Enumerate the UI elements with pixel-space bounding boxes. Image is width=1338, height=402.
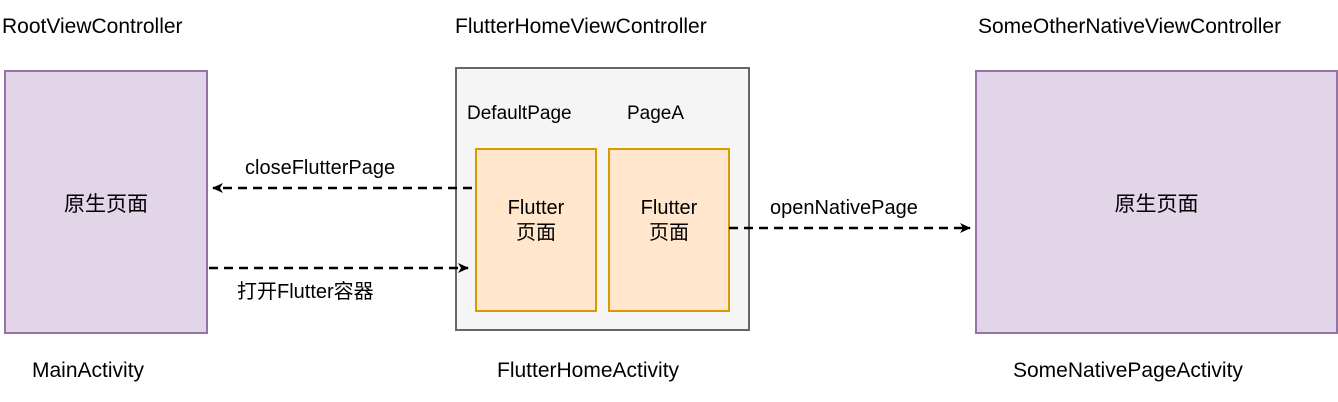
edge-label-close-flutter-page: closeFlutterPage: [243, 156, 398, 180]
node-body-text-other-native: 原生页面: [1114, 193, 1199, 216]
node-box-root-view-controller[interactable]: 原生页面: [4, 70, 208, 334]
page-text-pagea-line2: 页面: [649, 222, 689, 244]
page-box-page-a[interactable]: Flutter 页面: [608, 148, 730, 312]
page-text-default-line1: Flutter: [507, 197, 565, 219]
node-title-some-other-native-view-controller: SomeOtherNativeViewController: [978, 15, 1282, 38]
node-title-root-view-controller: RootViewController: [2, 15, 183, 38]
page-text-default-line2: 页面: [516, 222, 556, 244]
page-box-default-page[interactable]: Flutter 页面: [475, 148, 597, 312]
node-caption-flutter-home-activity: FlutterHomeActivity: [497, 359, 680, 382]
page-text-pagea-line1: Flutter: [640, 197, 698, 219]
node-caption-main-activity: MainActivity: [32, 359, 145, 382]
node-caption-some-native-page-activity: SomeNativePageActivity: [1013, 359, 1243, 382]
edge-label-open-flutter-container: 打开Flutter容器: [235, 280, 376, 304]
node-box-flutter-home-container[interactable]: DefaultPage PageA Flutter 页面 Flutter 页面: [455, 67, 750, 331]
edge-label-open-native-page: openNativePage: [768, 196, 920, 220]
page-label-page-a: PageA: [627, 103, 685, 124]
node-box-some-other-native[interactable]: 原生页面: [975, 70, 1338, 334]
node-body-text-root: 原生页面: [64, 193, 148, 216]
node-title-flutter-home-view-controller: FlutterHomeViewController: [455, 15, 707, 38]
page-label-default-page: DefaultPage: [467, 103, 572, 124]
